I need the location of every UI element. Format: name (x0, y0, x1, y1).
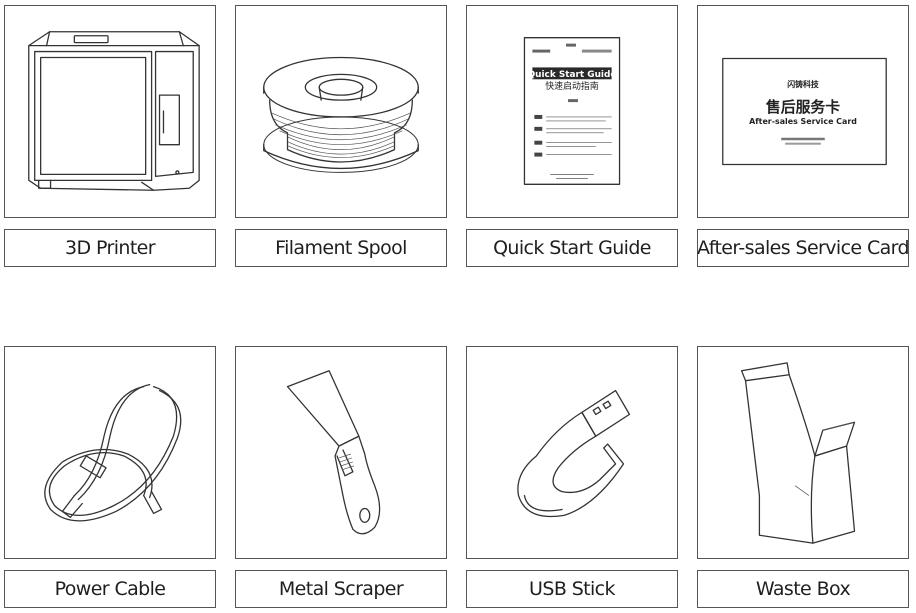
item-label-filament-spool: Filament Spool (235, 229, 447, 267)
item-image-metal-scraper (235, 346, 447, 559)
metal-scraper-icon (286, 370, 381, 535)
item-label-usb-stick: USB Stick (466, 570, 678, 608)
item-label-3d-printer: 3D Printer (4, 229, 216, 267)
svg-text:闪铸科技: 闪铸科技 (787, 79, 819, 89)
service-card-icon: 闪铸科技 售后服务卡 After-sales Service Card (722, 57, 887, 166)
svg-text:After-sales Service Card: After-sales Service Card (749, 117, 857, 126)
item-image-service-card: 闪铸科技 售后服务卡 After-sales Service Card (697, 5, 909, 218)
item-label-waste-box: Waste Box (697, 570, 909, 608)
power-cable-icon (44, 384, 182, 522)
item-label-service-card: After-sales Service Card (697, 229, 910, 267)
item-label-power-cable: Power Cable (4, 570, 216, 608)
svg-text:快速启动指南: 快速启动指南 (545, 80, 599, 92)
svg-text:Quick Start Guide: Quick Start Guide (528, 70, 617, 80)
item-image-3d-printer (4, 5, 216, 218)
waste-box-icon (740, 362, 856, 544)
item-image-waste-box (697, 346, 909, 559)
item-image-usb-stick (466, 346, 678, 559)
filament-spool-icon (263, 56, 419, 173)
3d-printer-icon (28, 31, 200, 191)
item-label-metal-scraper: Metal Scraper (235, 570, 447, 608)
item-image-quick-start-guide: Quick Start Guide 快速启动指南 (466, 5, 678, 218)
usb-stick-icon (517, 389, 631, 518)
svg-text:售后服务卡: 售后服务卡 (766, 98, 840, 116)
quick-start-guide-icon: Quick Start Guide 快速启动指南 (523, 37, 621, 185)
item-image-filament-spool (235, 5, 447, 218)
item-label-quick-start-guide: Quick Start Guide (466, 229, 678, 267)
item-image-power-cable (4, 346, 216, 559)
